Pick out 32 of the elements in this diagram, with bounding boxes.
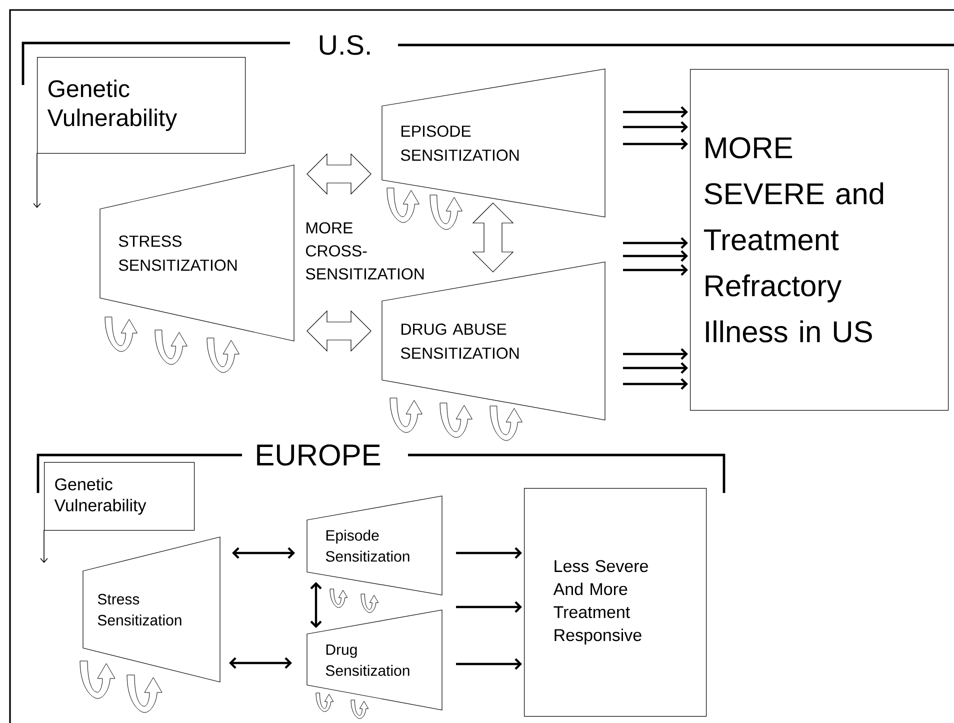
arrow <box>623 138 688 150</box>
trapezoid-box: Stress Sensitization <box>82 536 220 682</box>
block-arrow <box>306 310 372 352</box>
arrow <box>623 237 688 249</box>
arrow <box>40 530 48 563</box>
block-arrow <box>472 202 514 272</box>
arrow <box>623 362 688 374</box>
text-box: Genetic Vulnerability <box>44 462 195 531</box>
arrow <box>232 547 295 559</box>
arrow <box>456 601 522 613</box>
trapezoid-box: STRESS SENSITIZATION <box>100 164 294 342</box>
arrow <box>623 348 688 360</box>
label-text: MORE CROSS-SENSITIZATION <box>306 222 424 280</box>
trapezoid-box: Episode Sensitization <box>306 496 442 596</box>
arrow <box>456 658 522 670</box>
arrow <box>456 547 522 559</box>
arrow <box>310 582 322 628</box>
arrow <box>623 378 688 390</box>
section-heading: U.S. <box>320 35 370 55</box>
arrow <box>623 106 688 118</box>
trapezoid-box: EPISODE SENSITIZATION <box>382 68 606 218</box>
arrow <box>623 264 688 276</box>
section-heading: EUROPE <box>257 444 380 466</box>
arrow <box>33 152 41 208</box>
arrow <box>623 121 688 133</box>
arrow <box>229 657 292 669</box>
text-box: Genetic Vulnerability <box>37 57 246 154</box>
trapezoid-box: Drug Sensitization <box>306 610 442 710</box>
arrow <box>623 250 688 262</box>
block-arrow <box>306 153 372 195</box>
text-box: MORE SEVERE and Treatment Refractory Illness in US <box>690 69 949 411</box>
text-box: Less Severe And More Treatment Responsive <box>524 488 707 717</box>
